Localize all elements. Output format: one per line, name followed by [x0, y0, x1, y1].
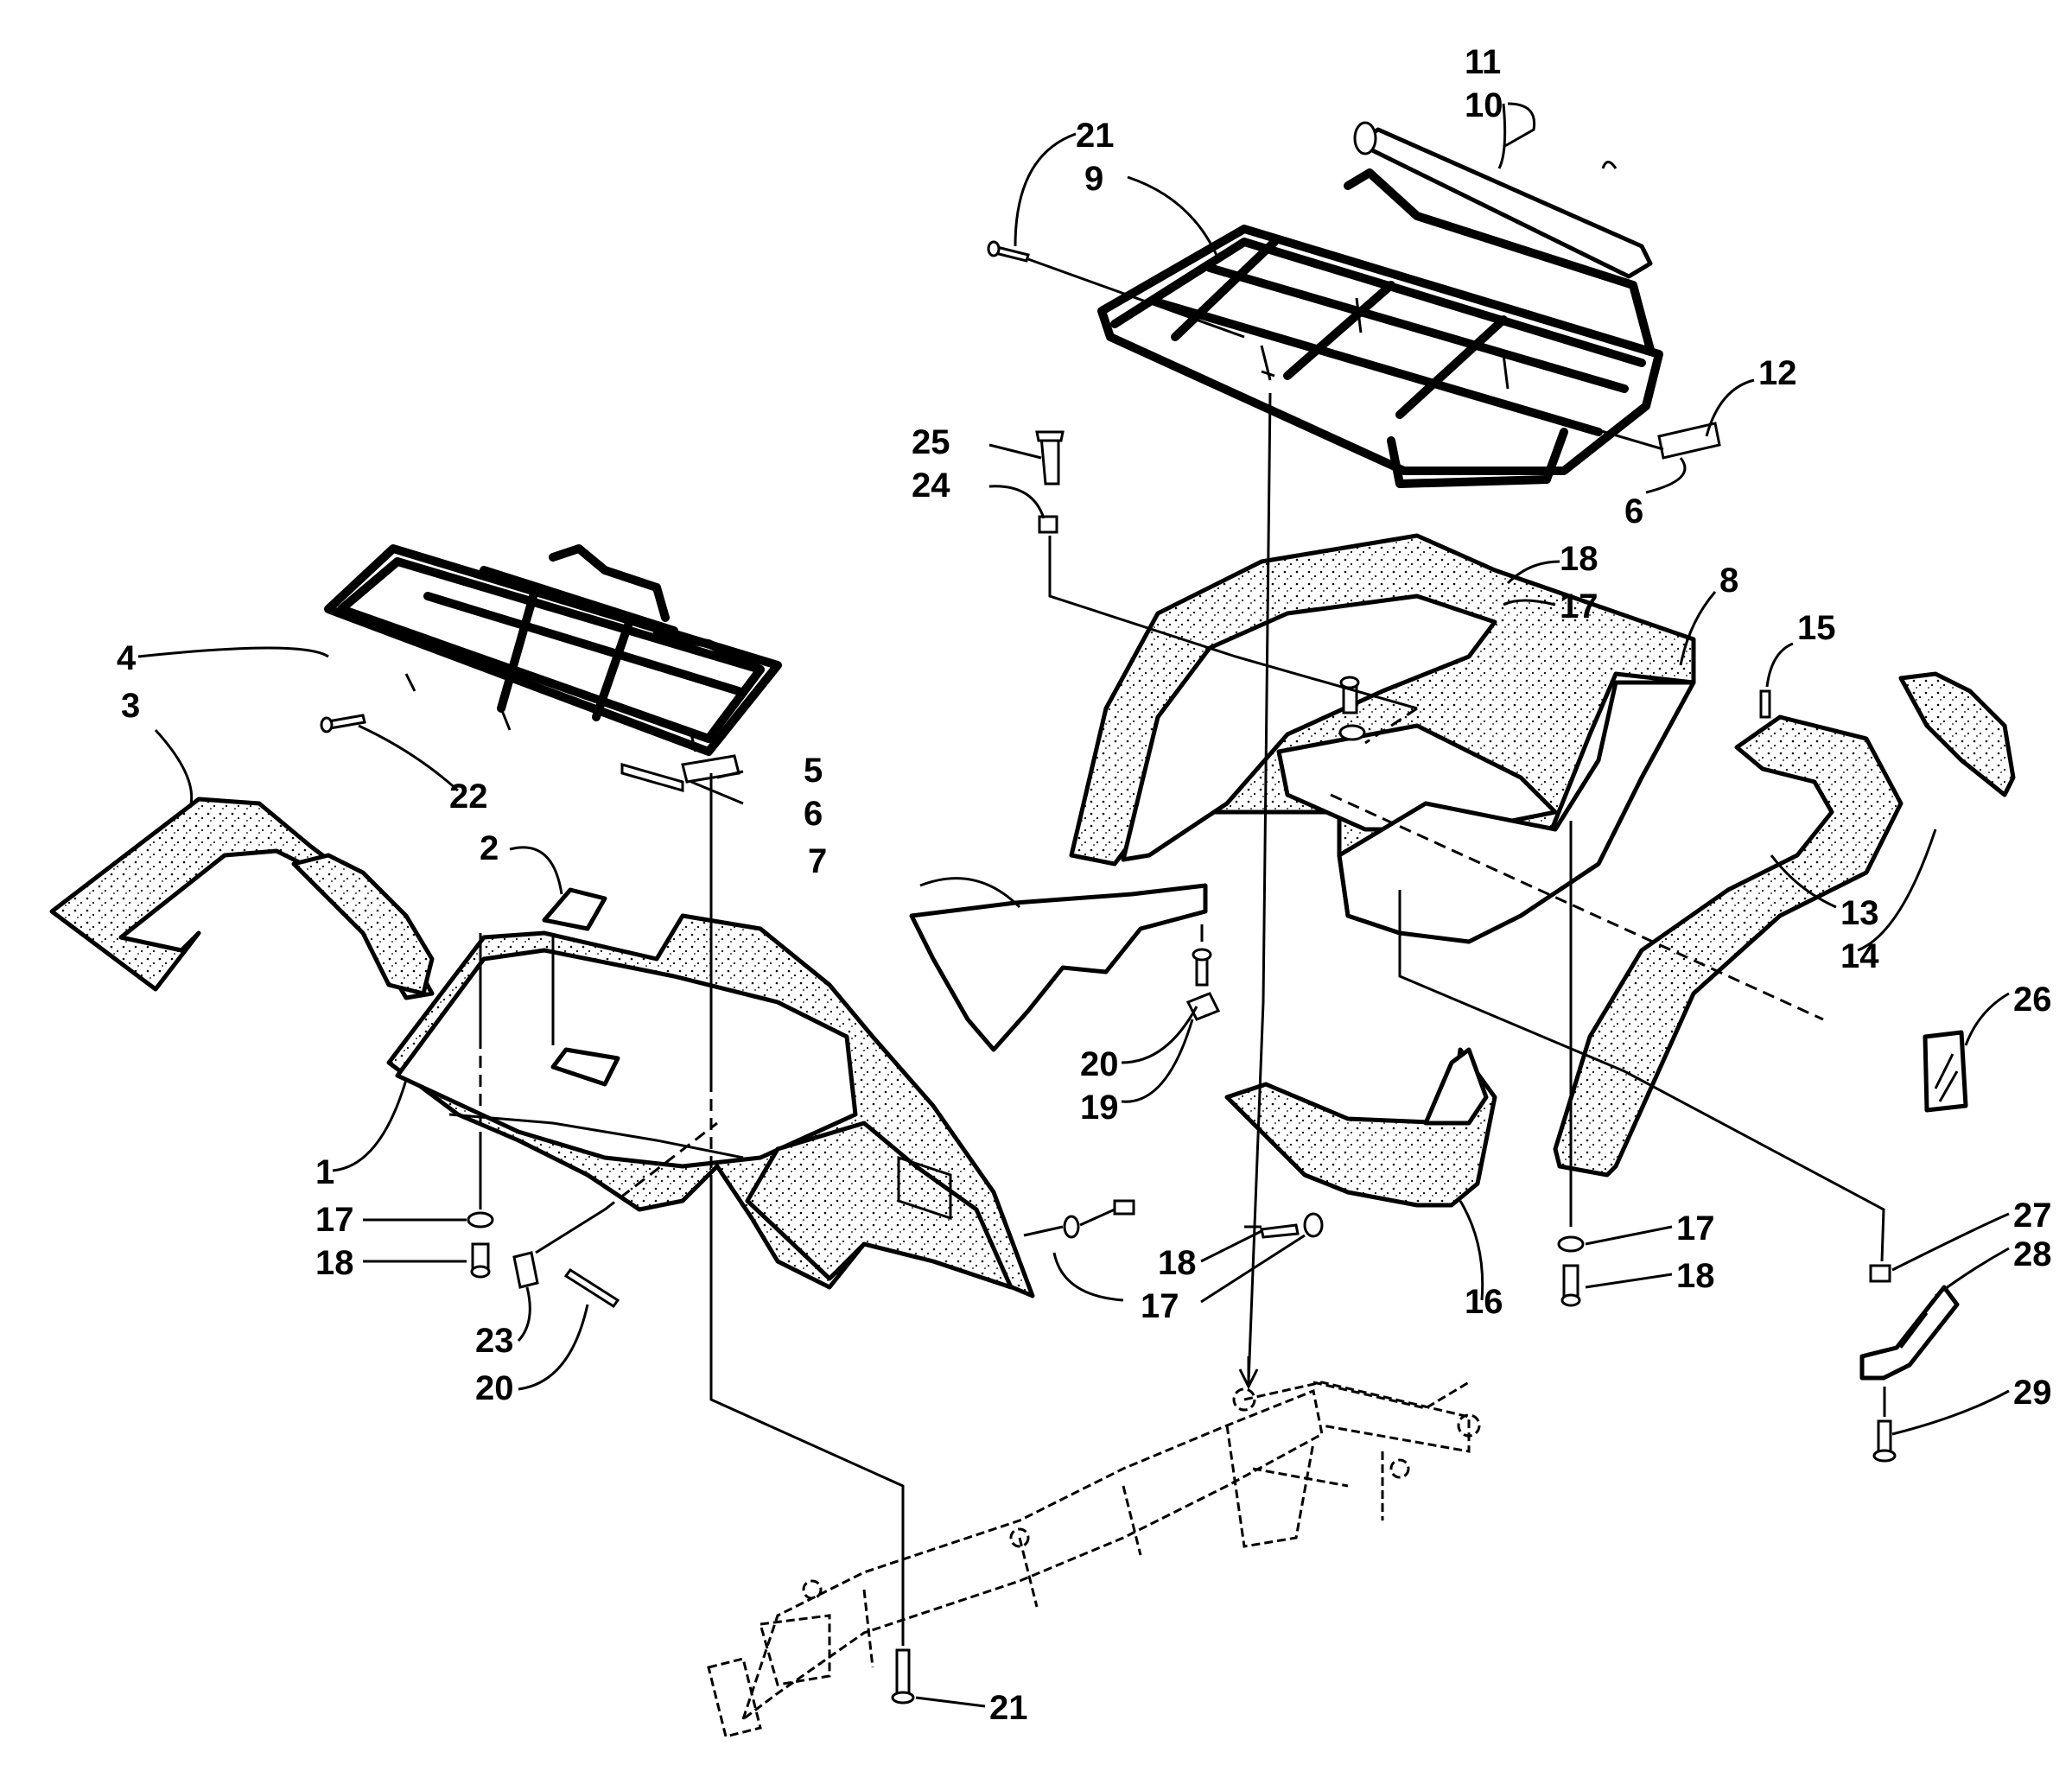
callout-26: 26 — [2013, 981, 2052, 1019]
reflector — [1923, 1030, 1968, 1113]
callout-21-bottom: 21 — [989, 1689, 1028, 1727]
callout-23: 23 — [475, 1322, 514, 1360]
reflector-bracket — [1898, 671, 2016, 797]
cover-plate — [542, 887, 607, 931]
callout-19: 19 — [1080, 1089, 1119, 1127]
callout-27: 27 — [2013, 1197, 2052, 1235]
callout-22: 22 — [449, 778, 488, 816]
callout-11: 11 — [1465, 43, 1501, 81]
front-fender-flare — [49, 797, 435, 1000]
callout-2: 2 — [480, 829, 499, 867]
callout-1: 1 — [315, 1153, 334, 1191]
callout-18-upper: 18 — [1560, 540, 1598, 578]
bracket — [1859, 1285, 1960, 1381]
callout-20-left: 20 — [475, 1369, 514, 1407]
rear-rack — [1097, 121, 1663, 488]
callout-24: 24 — [912, 467, 950, 505]
front-rack — [324, 544, 782, 792]
callout-18-right: 18 — [1676, 1257, 1715, 1295]
callout-21-top: 21 — [1076, 117, 1115, 155]
callout-25: 25 — [912, 423, 950, 461]
callouts: 21 9 11 10 12 6 25 24 18 17 8 15 4 3 22 … — [117, 43, 2052, 1727]
callout-13: 13 — [1840, 894, 1879, 932]
mud-guard — [909, 883, 1208, 1052]
callout-17-mid: 17 — [1141, 1287, 1179, 1325]
callout-18-mid: 18 — [1158, 1244, 1197, 1282]
rear-fender — [1069, 533, 1696, 944]
callout-3: 3 — [121, 687, 140, 725]
callout-6-right: 6 — [1624, 492, 1643, 530]
splash-panel — [1224, 1047, 1497, 1208]
callout-14: 14 — [1840, 937, 1879, 975]
leader-lines — [137, 102, 2010, 1708]
callout-9: 9 — [1084, 160, 1103, 198]
callout-17-upper: 17 — [1560, 587, 1598, 625]
assembly-lines — [479, 257, 1886, 1646]
callout-8: 8 — [1719, 562, 1738, 600]
callout-29: 29 — [2013, 1374, 2052, 1412]
callout-16: 16 — [1465, 1283, 1503, 1321]
vehicle-frame — [707, 1381, 1481, 1738]
callout-17-right: 17 — [1676, 1209, 1715, 1248]
callout-28: 28 — [2013, 1235, 2052, 1273]
callout-20-mid: 20 — [1080, 1045, 1119, 1083]
hardware — [320, 240, 1897, 1705]
callout-7: 7 — [808, 842, 827, 880]
callout-6-left: 6 — [804, 795, 823, 833]
rear-fender-flare — [1553, 714, 1904, 1178]
callout-4: 4 — [117, 639, 137, 677]
callout-10: 10 — [1465, 86, 1503, 124]
callout-17-left: 17 — [315, 1201, 354, 1239]
callout-18-left: 18 — [315, 1244, 354, 1282]
callout-15: 15 — [1797, 609, 1836, 647]
callout-5: 5 — [804, 752, 823, 790]
callout-12: 12 — [1758, 354, 1797, 392]
